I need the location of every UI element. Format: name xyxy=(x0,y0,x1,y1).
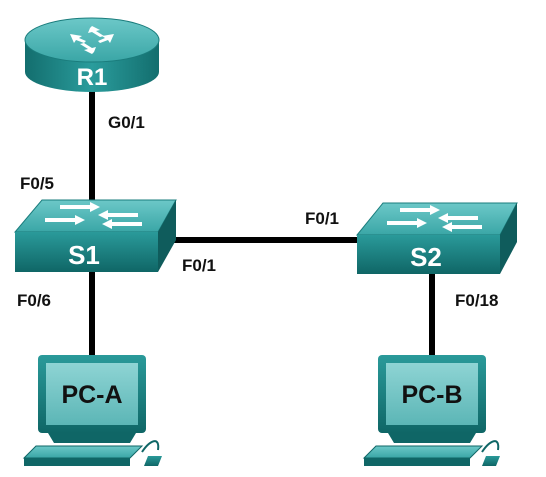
router-r1[interactable]: R1 xyxy=(24,17,160,92)
router-label: R1 xyxy=(77,64,108,91)
router-arrows-icon xyxy=(70,26,114,54)
mouse-icon xyxy=(144,456,162,466)
pc-b-label: PC-B xyxy=(401,381,462,409)
switch-s2[interactable]: S2 xyxy=(355,202,518,274)
port-label-s1-f0-5: F0/5 xyxy=(20,174,54,193)
switch-s2-label: S2 xyxy=(410,242,442,272)
port-label-r1-g0-1: G0/1 xyxy=(108,113,145,132)
pc-a-label: PC-A xyxy=(61,381,122,409)
switch-s1-label: S1 xyxy=(68,240,100,270)
pc-a[interactable]: PC-A xyxy=(22,355,162,466)
pc-b[interactable]: PC-B xyxy=(362,355,500,466)
switch-arrows-icon xyxy=(45,202,142,229)
mouse-icon xyxy=(482,456,500,466)
switch-s1[interactable]: S1 xyxy=(13,199,177,272)
port-label-s2-f0-1: F0/1 xyxy=(305,209,339,228)
switch-arrows-icon xyxy=(387,205,482,232)
port-label-s1-f0-6: F0/6 xyxy=(17,291,51,310)
port-label-s2-f0-18: F0/18 xyxy=(455,291,498,310)
port-label-s1-f0-1: F0/1 xyxy=(182,256,216,275)
